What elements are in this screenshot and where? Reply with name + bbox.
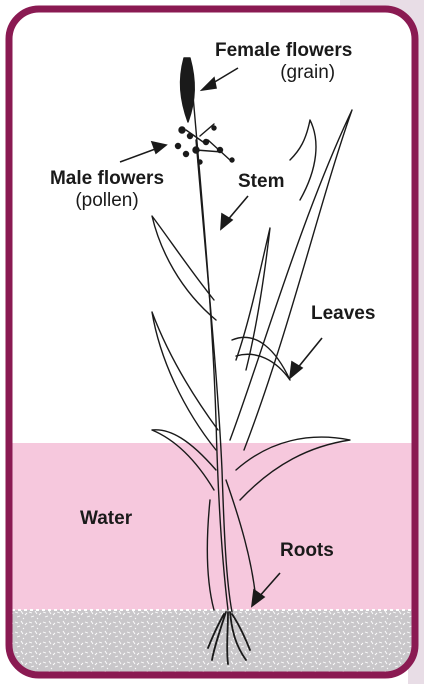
water-region (0, 443, 424, 610)
label-stem: Stem (238, 171, 284, 193)
label-roots: Roots (280, 540, 334, 562)
female-flowers-title: Female flowers (215, 40, 352, 62)
male-flowers-sub: (pollen) (33, 190, 181, 212)
male-flowers-title: Male flowers (33, 168, 181, 190)
roots-title: Roots (280, 540, 334, 562)
label-leaves: Leaves (311, 303, 375, 325)
label-water: Water (80, 508, 132, 530)
leaves-title: Leaves (311, 303, 375, 325)
female-flowers-sub: (grain) (215, 62, 352, 84)
stem-title: Stem (238, 171, 284, 193)
water-title: Water (80, 508, 132, 530)
label-female-flowers: Female flowers (grain) (215, 40, 352, 84)
label-male-flowers: Male flowers (pollen) (33, 168, 181, 212)
